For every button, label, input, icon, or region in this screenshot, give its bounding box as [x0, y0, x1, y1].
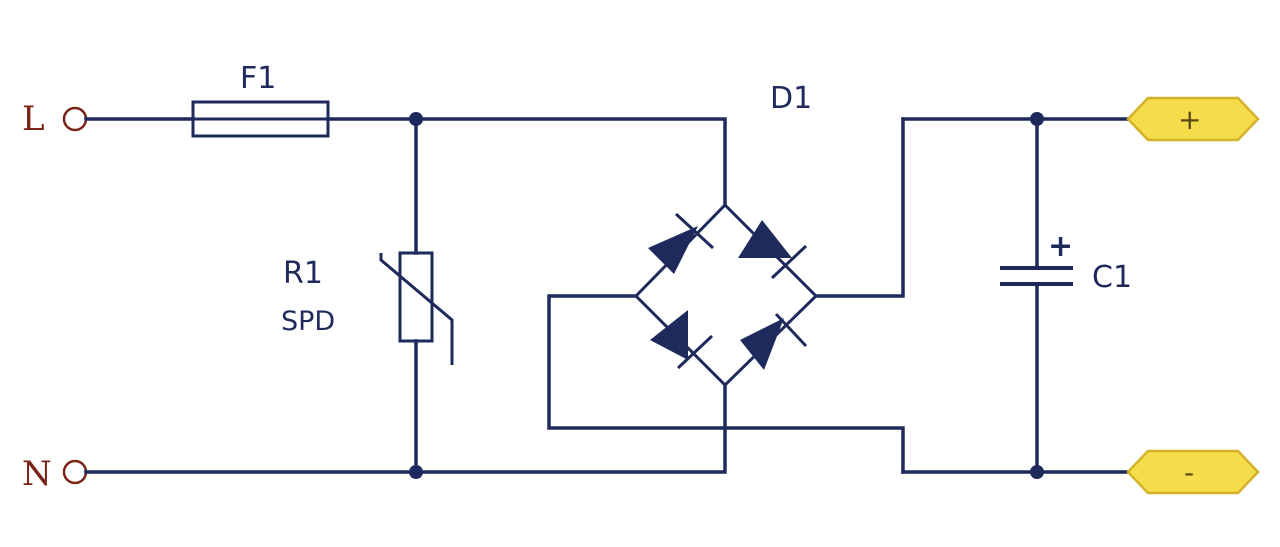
terminal-L: L [22, 99, 88, 139]
wire-bridge-negative [547, 294, 905, 474]
varistor-body [398, 251, 434, 343]
fuse-label: F1 [240, 61, 276, 96]
output-terminal-shape [1126, 449, 1260, 495]
diode-lower-left [650, 310, 714, 370]
output-negative-label: - [1184, 456, 1194, 489]
junction-dot [409, 465, 423, 479]
bridge-diamond [633, 202, 819, 388]
varistor-type-label: SPD [281, 306, 335, 337]
varistor-slash [379, 253, 454, 365]
capacitor-polarity: + [1048, 229, 1073, 264]
output-positive-label: + [1178, 103, 1201, 136]
diode-triangle [740, 318, 784, 370]
wire-N-to-bridge-bottom [84, 383, 727, 474]
terminal-N-label: N [22, 454, 52, 494]
diode-triangle [648, 226, 698, 274]
output-terminal-shape [1126, 96, 1260, 142]
diode-bar [674, 212, 715, 250]
output-terminal-negative: - [1126, 449, 1260, 495]
output-terminal-positive: + [1126, 96, 1260, 142]
fuse-F1: F1 [191, 61, 330, 138]
wire-bridge-positive [814, 117, 905, 298]
diode-bar [774, 312, 808, 348]
terminal-L-circle [62, 106, 88, 132]
diode-bar [676, 334, 714, 370]
varistor-label: R1 [283, 256, 323, 291]
diode-triangle [738, 220, 792, 258]
terminal-N: N [22, 454, 88, 494]
diode-bar [770, 244, 808, 280]
diode-upper-left [648, 212, 715, 274]
diode-lower-right [740, 312, 808, 370]
varistor-R1: R1 SPD [281, 251, 454, 365]
terminal-L-label: L [22, 99, 45, 139]
diode-upper-right [738, 220, 808, 280]
junction-dot [409, 112, 423, 126]
diode-triangle [650, 310, 688, 360]
bridge-D1: D1 [633, 81, 819, 388]
capacitor-C1: + C1 [1000, 117, 1132, 474]
wire-fuse-to-bridge-top [326, 117, 727, 207]
terminal-N-circle [62, 459, 88, 485]
bridge-label: D1 [770, 81, 812, 116]
capacitor-label: C1 [1092, 260, 1132, 295]
